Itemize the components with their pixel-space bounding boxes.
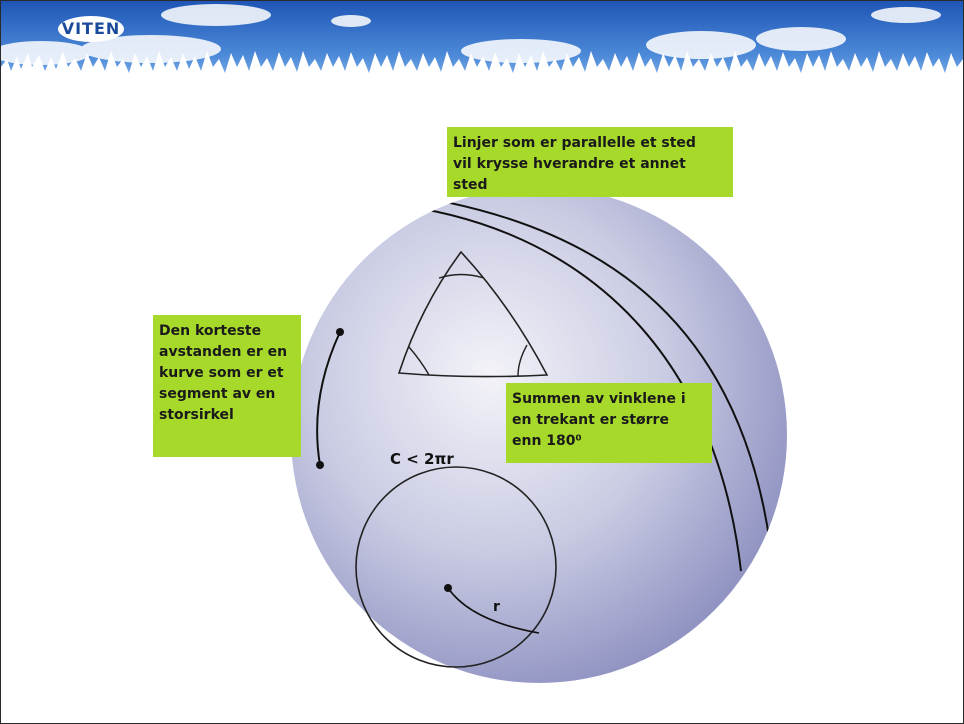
logo-text: VITEN (61, 19, 121, 38)
segment-start-point (336, 328, 344, 336)
note-parallel-lines: Linjer som er parallelle et sted vil kry… (447, 127, 733, 197)
great-circle-lines (375, 190, 772, 572)
grass (1, 51, 963, 93)
radius-line (447, 587, 540, 634)
clouds (1, 4, 941, 65)
angle-arc-top (438, 273, 485, 279)
sky-grass-banner (1, 1, 963, 93)
note-angle-sum: Summen av vinklene i en trekant er størr… (506, 383, 712, 463)
great-circle-line-1 (388, 203, 742, 572)
radius-label: r (493, 599, 500, 615)
great-circle-line-2 (375, 190, 772, 552)
small-circle (355, 466, 557, 668)
logo-badge (58, 16, 124, 42)
angle-arc-left (408, 346, 430, 376)
viten-logo: VITEN (57, 15, 125, 43)
spherical-triangle (397, 250, 549, 378)
angle-arc-right (517, 344, 528, 377)
circumference-label: C < 2πr (390, 450, 454, 468)
great-circle-segment (316, 331, 341, 466)
note-shortest-distance: Den korteste avstanden er en kurve som e… (153, 315, 301, 457)
segment-end-point (316, 461, 324, 469)
